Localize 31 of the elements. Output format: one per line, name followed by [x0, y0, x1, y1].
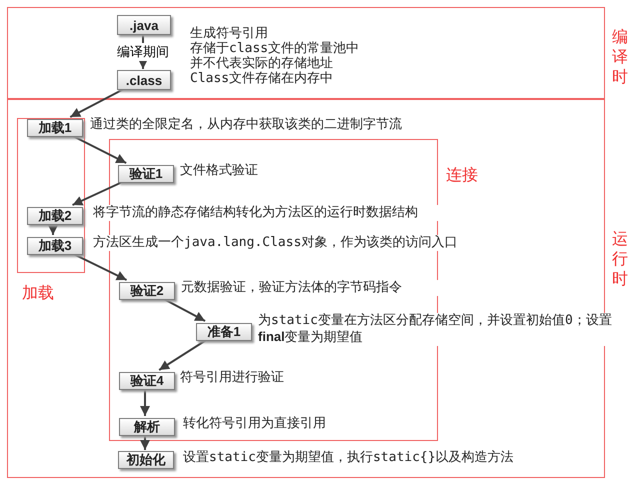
- note-text: 生成符号引用: [190, 26, 268, 41]
- arrow: [70, 134, 127, 164]
- arrow: [140, 434, 150, 450]
- edge-label: 编译期间: [116, 42, 170, 60]
- note-text: 并不代表实际的存储地址: [190, 56, 333, 71]
- step-box: 加载3: [27, 237, 83, 255]
- arrow: [158, 338, 208, 371]
- step-box: 准备1: [196, 323, 252, 341]
- region-label: 编译时: [612, 28, 628, 88]
- arrow: [48, 223, 58, 235]
- arrow: [70, 88, 124, 118]
- arrow: [140, 388, 150, 416]
- note-text: 存储于class文件的常量池中: [190, 41, 360, 56]
- arrow: [161, 297, 206, 322]
- step-box: 验证4: [119, 372, 175, 390]
- step-box: 解析: [119, 418, 175, 436]
- step-box: 验证2: [119, 282, 175, 300]
- note-text: Class文件存储在内存中: [190, 71, 334, 86]
- region-label: 加载: [22, 284, 55, 304]
- region-label: 连接: [446, 166, 479, 186]
- step-box: .java: [117, 15, 171, 35]
- arrow: [72, 180, 125, 206]
- region-frame: [7, 7, 605, 99]
- step-box: .class: [117, 70, 171, 90]
- step-box: 初始化: [118, 451, 174, 469]
- step-box: 加载1: [27, 119, 83, 137]
- step-box: 验证1: [118, 165, 174, 183]
- region-frame: [17, 118, 85, 273]
- region-label: 运行时: [612, 230, 628, 290]
- arrow: [70, 252, 128, 281]
- step-box: 加载2: [27, 207, 83, 225]
